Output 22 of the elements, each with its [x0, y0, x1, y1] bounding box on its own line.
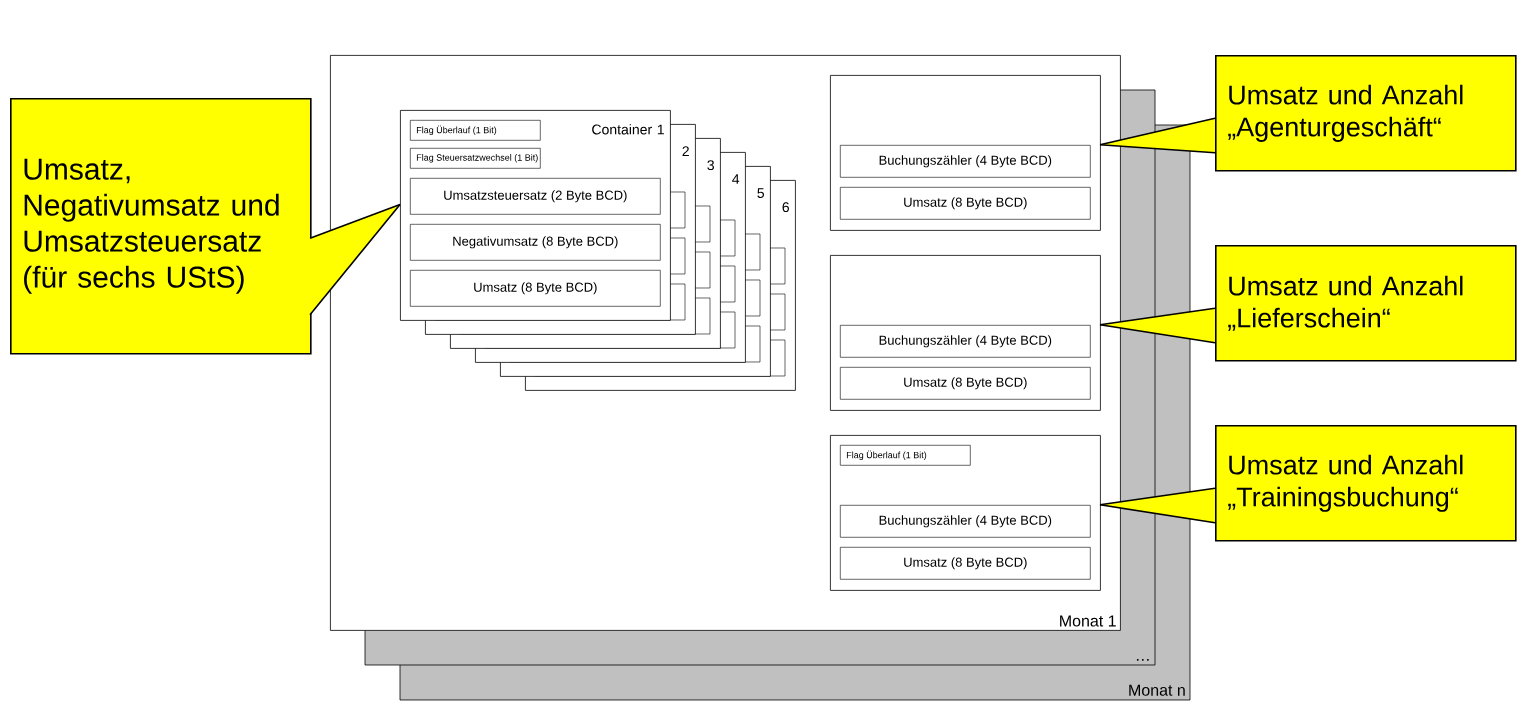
callout-tail [309, 203, 401, 316]
field-box: Negativumsatz (8 Byte BCD) [410, 224, 661, 261]
field-box: Umsatzsteuersatz (2 Byte BCD) [410, 178, 661, 215]
field-box: Umsatz (8 Byte BCD) [410, 270, 661, 307]
callout-tail [1099, 487, 1216, 524]
field-box: Buchungszähler (4 Byte BCD) [840, 325, 1091, 358]
field-box: Umsatz (8 Byte BCD) [840, 547, 1091, 580]
speech-callout: Umsatz, Negativumsatz und Umsatzsteuersatz (für sechs UStS) [10, 98, 312, 355]
flag-box: Flag Überlauf (1 Bit) [840, 445, 971, 466]
field-box: Buchungszähler (4 Byte BCD) [840, 145, 1091, 178]
speech-callout: Umsatz und Anzahl „Trainingsbuchung“ [1215, 425, 1517, 542]
flag-box: Flag Steuersatzwechsel (1 Bit) [410, 148, 541, 169]
field-box: Umsatz (8 Byte BCD) [840, 187, 1091, 220]
frame-label: Monat n [1129, 684, 1185, 696]
field-box: Umsatz (8 Byte BCD) [840, 367, 1091, 400]
callout-tail [1099, 307, 1216, 344]
field-box: Buchungszähler (4 Byte BCD) [840, 505, 1091, 538]
speech-callout: Umsatz und Anzahl „Agenturgeschäft“ [1215, 55, 1517, 172]
speech-callout: Umsatz und Anzahl „Lieferschein“ [1215, 245, 1517, 362]
flag-box: Flag Überlauf (1 Bit) [410, 120, 541, 141]
frame-label: … [1136, 659, 1149, 661]
callout-tail [1099, 117, 1216, 154]
